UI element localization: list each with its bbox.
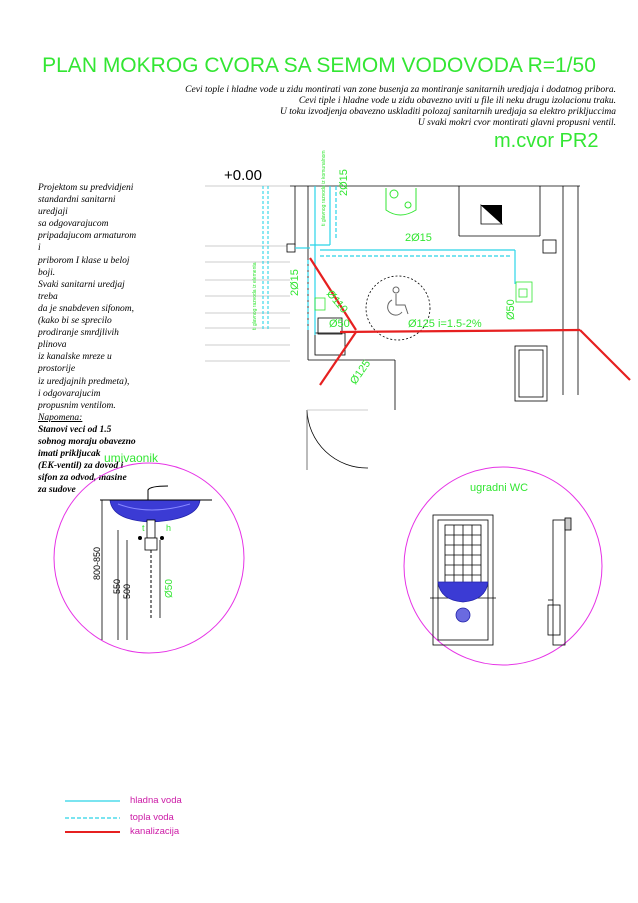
- note-2: Cevi tiple i hladne vode u zidu obavezno…: [298, 96, 616, 106]
- legend-cold-water: hladna voda: [130, 795, 182, 806]
- drawing-title: PLAN MOKROG CVORA SA SEMOM VODOVODA R=1/…: [42, 54, 596, 77]
- left-note-line: sifon za odvod, masine: [38, 473, 127, 484]
- left-note-line: plinova: [38, 340, 67, 351]
- wc-frame-front: [430, 514, 496, 646]
- left-note-line: sa odgovarajucom: [38, 219, 109, 230]
- note-1: Cevi tople i hladne vode u zidu montirat…: [185, 85, 616, 95]
- left-note-line: i odgovarajucim: [38, 388, 101, 399]
- left-note-line: Stanovi veci od 1.5: [38, 424, 112, 435]
- wc-frame-side: [547, 517, 572, 646]
- washbasin-plan-icon: [385, 188, 417, 216]
- left-note-line: propusnim ventilom.: [38, 400, 116, 411]
- left-note-line: i: [38, 243, 41, 254]
- left-note-line: (kako bi se sprecilo: [38, 316, 112, 327]
- dim-500: 500: [122, 583, 132, 599]
- pipe-label-2o15-vertical: 2Ø15: [338, 169, 350, 196]
- washbasin-detail-circle: [53, 462, 245, 654]
- accessibility-icon: [387, 286, 409, 316]
- left-note-line: uredjaji: [38, 207, 68, 218]
- left-note-line: iz uredjajnih predmeta),: [38, 376, 130, 387]
- note-3: U toku izvodjenja obavezno uskladiti pol…: [280, 107, 616, 117]
- shaft-symbol-outline: [480, 204, 504, 225]
- pipe-label-2o15-left: 2Ø15: [289, 269, 301, 296]
- room-id: m.cvor PR2: [494, 130, 599, 152]
- legend-lines: [65, 800, 120, 833]
- level-label: +0.00: [224, 167, 262, 184]
- left-note-line: imati prikljucak: [38, 449, 101, 460]
- left-note-line: Svaki sanitarni uredjaj: [38, 279, 125, 290]
- left-note-line: standardni sanitarni: [38, 195, 116, 206]
- tap-label-h: h: [166, 523, 172, 533]
- washbasin-title: umivaonik: [104, 451, 159, 465]
- riser-label-1: ti glavnog razvoda iz elementa: [252, 262, 258, 330]
- left-note-line: Projektom su predvidjeni: [38, 183, 134, 193]
- left-note-line: za sudove: [38, 485, 76, 496]
- left-note-line: da je snabdeven sifonom,: [38, 303, 135, 314]
- wc-detail-circle: [403, 466, 603, 666]
- left-note-line: boji.: [38, 267, 56, 278]
- pipe-label-o50-right: Ø50: [505, 299, 517, 320]
- left-notes: Projektom su predvidjeni standardni sani…: [38, 182, 168, 496]
- left-note-line: iz kanalske mreze u: [38, 352, 112, 363]
- left-note-line: sobnog moraju obavezno: [38, 436, 136, 447]
- note-4: U svaki mokri cvor montirati glavni prop…: [417, 118, 616, 128]
- dim-o50: Ø50: [164, 579, 175, 598]
- wc-outlet: [455, 607, 471, 623]
- left-note-line: prostorije: [38, 364, 76, 375]
- dim-550: 550: [112, 578, 122, 594]
- wc-title: ugradni WC: [470, 482, 529, 494]
- left-note-line: treba: [38, 291, 58, 302]
- legend-sewer: kanalizacija: [130, 826, 180, 837]
- dim-800-850: 800-850: [92, 546, 102, 580]
- sewer-lines: [309, 257, 631, 386]
- hot-water-lines: [307, 186, 510, 330]
- legend-hot-water: topla voda: [130, 812, 174, 823]
- left-note-line: (EK-ventil) za dovod i: [38, 461, 124, 472]
- reference-lines: [205, 185, 290, 362]
- left-note-line: priborom I klase u beloj: [38, 255, 130, 266]
- riser-label-2: ti glavnog razvoda iz komunalnom: [321, 150, 327, 226]
- left-note-line: prodiranje smrdjlivih: [38, 328, 119, 339]
- left-note-heading: Napomena:: [38, 412, 83, 423]
- pipe-label-o125-slope: Ø125 i=1.5-2%: [408, 318, 482, 330]
- main-risers: [262, 186, 269, 330]
- pipe-label-o50-left: Ø50: [329, 318, 350, 330]
- wc-bowl-front: [437, 581, 489, 603]
- washbasin-section: [100, 485, 212, 640]
- water-points: [314, 288, 528, 311]
- left-note-line: pripadajucom armaturom: [38, 231, 137, 242]
- tap-label-t: t: [142, 523, 145, 533]
- pipe-label-2o15-horizontal: 2Ø15: [405, 232, 432, 244]
